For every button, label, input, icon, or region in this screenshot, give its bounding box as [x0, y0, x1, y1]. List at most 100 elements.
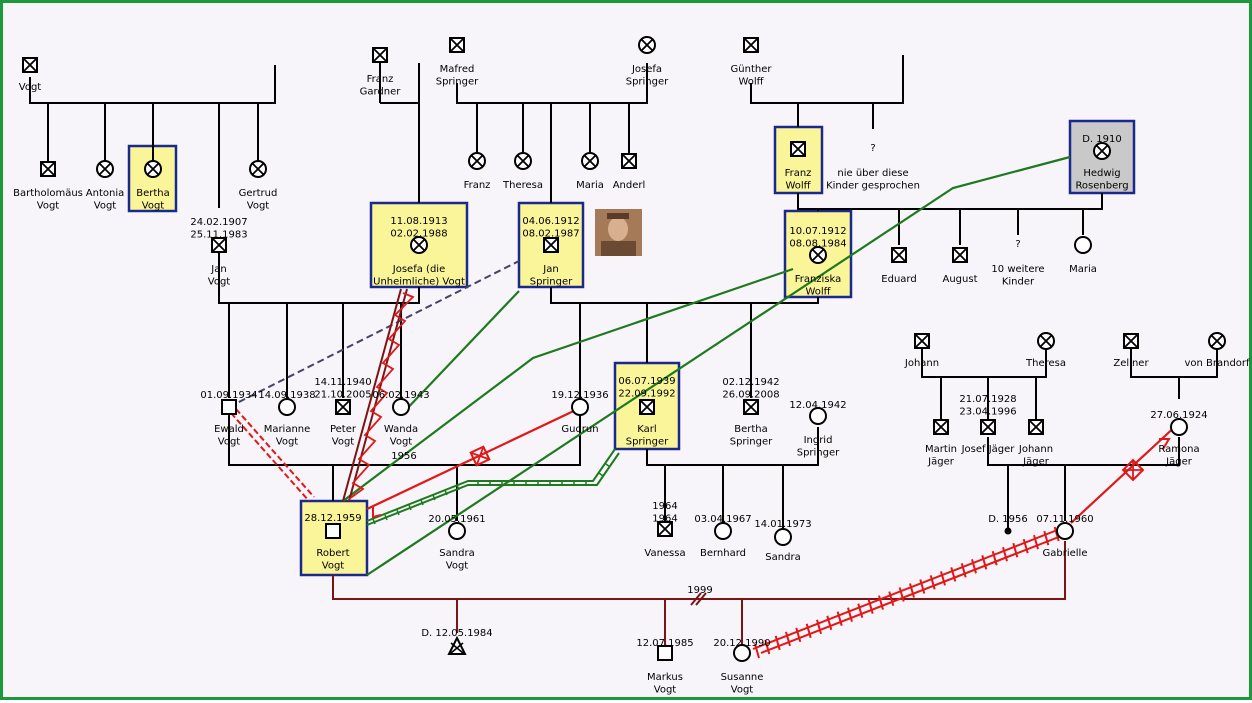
eduard-name: Eduard [881, 274, 916, 285]
august-name: August [943, 274, 978, 285]
gudrun-symbol [571, 398, 589, 416]
von-brandorf-symbol [1208, 332, 1226, 350]
stepdeath-dates: D. 12.05.1984 [421, 628, 492, 639]
gertrud-symbol [249, 160, 267, 178]
ingrid-symbol [809, 407, 827, 425]
bartholomaus-symbol [40, 161, 56, 177]
gabrielle-name: Gabrielle [1043, 548, 1088, 559]
gabrielle-dates: 07.11.1960 [1036, 514, 1093, 525]
sandra-v-symbol [448, 522, 466, 540]
johann-j-symbol [1028, 419, 1044, 435]
box-robert-vogt [299, 499, 369, 577]
franz-gardner-symbol [372, 47, 388, 63]
photo-jan-springer [595, 209, 642, 256]
jan-springer-symbol [543, 237, 559, 253]
sandra-v-dates: 20.05.1961 [428, 514, 485, 525]
peter-symbol [335, 399, 351, 415]
box-franz-wolff [773, 125, 824, 195]
josef-symbol [980, 419, 996, 435]
wanda-symbol [392, 398, 410, 416]
person-symbols: ?? [22, 36, 1226, 662]
theresa-s-symbol [514, 152, 532, 170]
bernhard-symbol [714, 522, 732, 540]
mafred-symbol [449, 37, 465, 53]
theresa-j-symbol [1037, 332, 1055, 350]
wanda-dates: 06.02.1943 [372, 390, 429, 401]
bertha-springer-symbol [743, 399, 759, 415]
martin-symbol [933, 419, 949, 435]
vanessa-symbol [657, 521, 673, 537]
ramona-dates: 27.06.1924 [1150, 410, 1207, 421]
unknown-kids-symbol: ? [870, 143, 875, 154]
marriage-line [332, 541, 1066, 645]
vogt-top-symbol [22, 57, 38, 73]
robert-dates: 28.12.1959 [304, 513, 361, 524]
sandra-s-name: Sandra [765, 552, 800, 563]
anderl-name: Anderl [613, 180, 646, 191]
josefa-springer-symbol [638, 36, 656, 54]
bernhard-name: Bernhard [700, 548, 746, 559]
year-1999-label: 1999 [687, 585, 712, 596]
marianne-dates: 14.09.1938 [258, 390, 315, 401]
markus-dates: 12.07.1985 [636, 638, 693, 649]
hedwig-dates: D. 1910 [1082, 134, 1122, 145]
ten-more-mark: ? [1015, 239, 1020, 250]
august-symbol [952, 247, 968, 263]
vogt-top-name: Vogt [19, 82, 42, 93]
ten-more-symbol: ? [1015, 239, 1020, 250]
susanne-dates: 20.12.1990 [713, 638, 770, 649]
karl-symbol [639, 399, 655, 415]
maria-w-name: Maria [1069, 264, 1097, 275]
theresa-j-name: Theresa [1025, 358, 1066, 369]
josef-name: Josef Jäger [961, 444, 1016, 455]
franz-s-symbol [468, 152, 486, 170]
maria-w-symbol [1074, 236, 1092, 254]
anderl-symbol [621, 153, 637, 169]
stepdeath-symbol [447, 635, 467, 655]
jan-vogt-symbol [211, 237, 227, 253]
eduard-symbol [891, 247, 907, 263]
hedwig-symbol [1093, 142, 1111, 160]
relation-lines [228, 155, 1180, 659]
gabrielle-symbol [1056, 522, 1074, 540]
tree-lines [29, 55, 1218, 531]
robert-symbol [325, 523, 341, 539]
year-1956-label: 1956 [391, 451, 416, 462]
sandra-s-symbol [774, 528, 792, 546]
stillborn-symbol [1004, 527, 1012, 535]
marianne-symbol [278, 398, 296, 416]
gudrun-dates: 19.12.1936 [551, 390, 608, 401]
sandra-s-dates: 14.01.1973 [754, 519, 811, 530]
josefa-vogt-symbol [410, 236, 428, 254]
unknown-kids-mark: ? [870, 143, 875, 154]
